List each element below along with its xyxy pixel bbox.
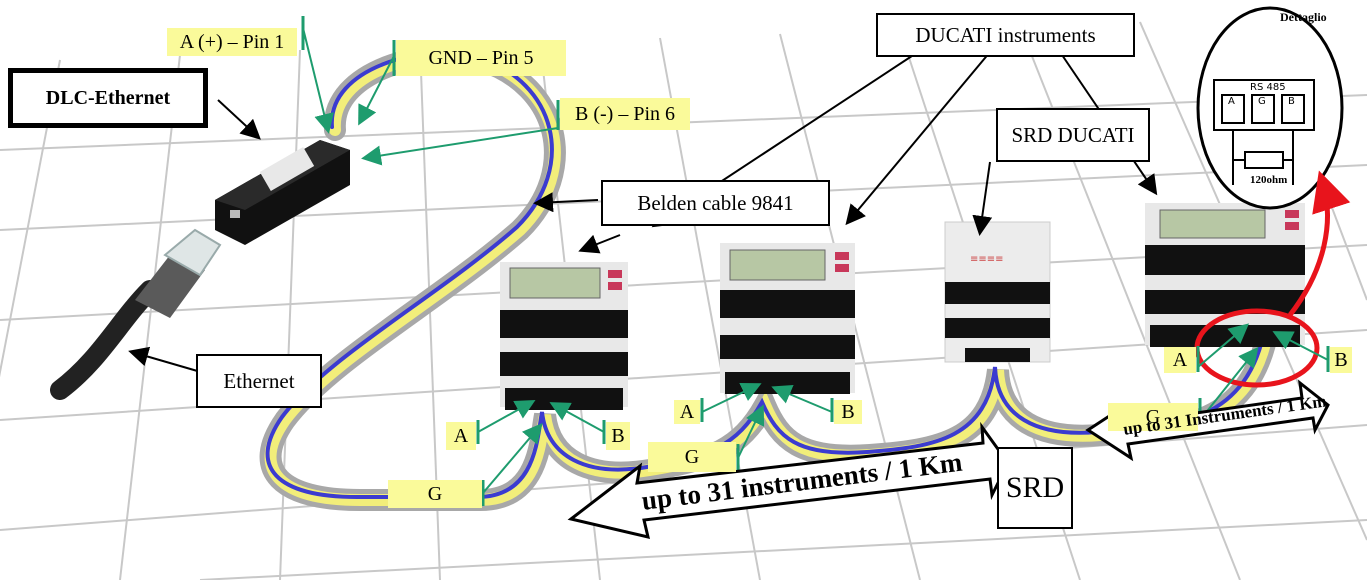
ducati-instrument-3-icon bbox=[1145, 203, 1305, 347]
terminal-b-3: B bbox=[1330, 347, 1352, 373]
detail-terminal-a: A bbox=[1228, 96, 1235, 107]
terminal-g-1: G bbox=[388, 480, 482, 508]
ducati-instrument-1-icon bbox=[500, 262, 628, 410]
terminal-a-2: A bbox=[674, 400, 700, 424]
terminal-g-2: G bbox=[648, 442, 736, 472]
srd-ducati-label: SRD DUCATI bbox=[996, 108, 1150, 162]
detail-terminal-g: G bbox=[1258, 96, 1266, 107]
belden-cable-run bbox=[259, 44, 1279, 511]
dettaglio-label: Dettaglio bbox=[1280, 10, 1327, 24]
pin-b-label: B (-) – Pin 6 bbox=[560, 98, 690, 130]
terminal-b-1: B bbox=[606, 422, 630, 450]
dlc-ethernet-label: DLC-Ethernet bbox=[8, 68, 208, 128]
terminal-g-3: G bbox=[1108, 403, 1198, 431]
resistor-label: 120ohm bbox=[1250, 174, 1288, 186]
ethernet-label: Ethernet bbox=[196, 354, 322, 408]
srd-ducati-module-icon: ≡≡≡≡ bbox=[944, 221, 1051, 363]
terminal-b-2: B bbox=[834, 400, 862, 424]
highlight-arrow bbox=[1288, 170, 1351, 317]
ethernet-plug-icon bbox=[50, 228, 222, 400]
pin-gnd-label: GND – Pin 5 bbox=[396, 40, 566, 76]
dlc-ethernet-device-icon bbox=[215, 140, 350, 245]
terminal-a-1: A bbox=[446, 422, 476, 450]
ducati-instrument-2-icon bbox=[720, 243, 855, 394]
rs485-detail-bubble bbox=[1196, 6, 1344, 210]
terminal-a-3: A bbox=[1164, 347, 1196, 373]
detail-terminal-b: B bbox=[1288, 96, 1295, 107]
pin-a-label: A (+) – Pin 1 bbox=[167, 28, 297, 56]
ducati-instruments-label: DUCATI instruments bbox=[876, 13, 1135, 57]
rs485-label: RS 485 bbox=[1250, 82, 1286, 93]
svg-text:≡≡≡≡: ≡≡≡≡ bbox=[970, 254, 1004, 265]
srd-label: SRD bbox=[997, 447, 1073, 529]
green-leader-arrows bbox=[302, 27, 1329, 494]
belden-cable-label: Belden cable 9841 bbox=[601, 180, 830, 226]
